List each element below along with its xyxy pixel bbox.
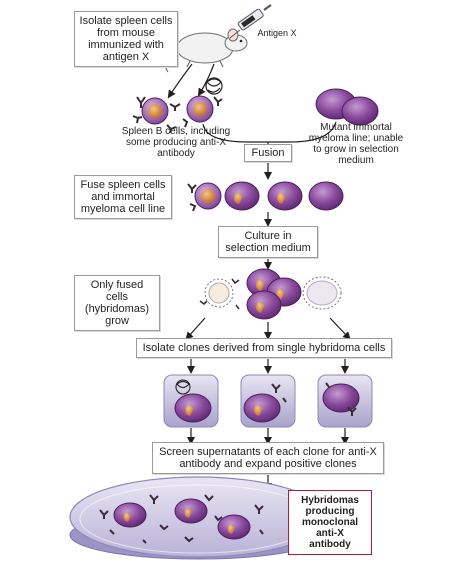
myeloma-label: Mutant immortal myeloma line; unable to … (308, 122, 404, 166)
b-cell (186, 95, 214, 123)
arrow (329, 317, 351, 340)
spleen-b-label: Spleen B cells, including some producing… (121, 126, 231, 159)
myeloma-cell (267, 181, 303, 211)
step-only-fused-label: Only fused cells (hybridomas) grow (74, 275, 160, 331)
step-clones-label: Isolate clones derived from single hybri… (136, 338, 392, 358)
clone-well (240, 374, 296, 428)
antibody-icon (199, 278, 240, 310)
antigen-icon (205, 77, 223, 95)
b-cell (141, 97, 169, 125)
b-cell (194, 182, 222, 210)
myeloma-cell (315, 88, 379, 126)
step-culture-label: Culture in selection medium (218, 226, 318, 258)
myeloma-cell (308, 181, 344, 211)
clone-well (317, 374, 373, 428)
step-fusion-label: Fusion (244, 144, 292, 162)
step-fuse-label: Fuse spleen cells and immortal myeloma c… (74, 175, 172, 219)
hybridoma-cell (246, 290, 282, 320)
myeloma-cell (224, 181, 260, 211)
clone-well (163, 374, 219, 428)
dish-antibodies (99, 494, 264, 544)
dead-myeloma-cell (302, 276, 342, 310)
dead-b-cell (204, 278, 234, 308)
step-screen-label: Screen supernatants of each clone for an… (152, 442, 384, 474)
antigen-label: Antigen X (257, 28, 297, 38)
dish-hybridomas (113, 498, 251, 540)
arrow (167, 63, 193, 99)
result-label: Hybridomas producing monoclonal anti-X a… (288, 490, 372, 555)
syringe-icon (229, 4, 272, 39)
antibody-icon (187, 183, 197, 212)
antibody-icon (132, 96, 223, 134)
fusion-bracket (202, 121, 337, 143)
arrow (197, 63, 215, 97)
step-isolate-label: Isolate spleen cells from mouse immunize… (74, 11, 178, 67)
arrow (185, 317, 206, 340)
